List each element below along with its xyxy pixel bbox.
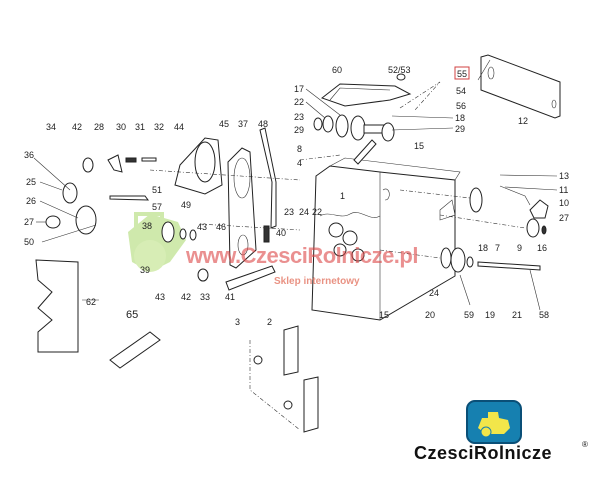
- part-label: 57: [152, 202, 162, 212]
- part-label: 18: [455, 113, 465, 123]
- watermark-subtitle: Sklep internetowy: [274, 276, 360, 287]
- part-label: 24: [429, 288, 439, 298]
- part-label: 44: [174, 122, 184, 132]
- part-label: 48: [258, 119, 268, 129]
- part-label: 13: [559, 171, 569, 181]
- part-label: 43: [197, 222, 207, 232]
- bottom-left-plates: [35, 259, 161, 369]
- part-label: 15: [379, 310, 389, 320]
- part-label: 34: [46, 122, 56, 132]
- part-label: 46: [216, 222, 226, 232]
- part-label: 58: [539, 310, 549, 320]
- brand-logo: CzesciRolnicze ®: [414, 398, 596, 468]
- part-label: 2: [267, 317, 272, 327]
- part-labels: 34 42 28 30 31 32 44 45 37 48 36 25 26 2…: [24, 65, 569, 327]
- brand-mark: ®: [582, 440, 588, 449]
- part-label: 29: [455, 124, 465, 134]
- part-label: 45: [219, 119, 229, 129]
- part-label: 60: [332, 65, 342, 75]
- part-label: 7: [495, 243, 500, 253]
- part-label: 19: [485, 310, 495, 320]
- part-label: 29: [294, 125, 304, 135]
- part-label: 8: [297, 144, 302, 154]
- leader-lines: [33, 59, 558, 311]
- part-label: 56: [456, 101, 466, 111]
- part-label: 22: [294, 97, 304, 107]
- part-label: 25: [26, 177, 36, 187]
- part-label: 12: [518, 116, 528, 126]
- part-label: 11: [559, 185, 568, 195]
- watermark-tractor-icon: [128, 212, 186, 272]
- part-label: 15: [414, 141, 424, 151]
- tractor-logo-icon: [466, 400, 522, 444]
- part-label: 39: [140, 265, 150, 275]
- part-label-highlighted: 55: [457, 69, 467, 79]
- part-label: 24: [299, 207, 309, 217]
- part-label: 10: [559, 198, 569, 208]
- part-label: 16: [537, 243, 547, 253]
- part-label: 3: [235, 317, 240, 327]
- part-label: 21: [512, 310, 522, 320]
- part-label: 41: [225, 292, 235, 302]
- part-label: 43: [155, 292, 165, 302]
- main-housing: [311, 157, 461, 321]
- hopper-lid: [320, 73, 441, 111]
- part-label: 23: [284, 207, 294, 217]
- part-label: 40: [276, 228, 286, 238]
- part-label: 37: [238, 119, 248, 129]
- watermark-url: www.CzesciRolnicze.pl: [186, 243, 418, 268]
- brand-name: CzesciRolnicze: [414, 443, 553, 463]
- part-label: 42: [72, 122, 82, 132]
- part-label: 18: [478, 243, 488, 253]
- part-label: 49: [181, 200, 191, 210]
- right-shaft-parts: [379, 185, 549, 273]
- highlight-box: [454, 66, 470, 80]
- bottom-brackets: [249, 325, 319, 433]
- part-label: 33: [200, 292, 210, 302]
- upper-shaft-assembly: [299, 114, 395, 165]
- part-label: 31: [135, 122, 145, 132]
- part-label: 36: [24, 150, 34, 160]
- part-label: 62: [86, 297, 96, 307]
- part-label: 20: [425, 310, 435, 320]
- part-label: 23: [294, 112, 304, 122]
- part-label: 27: [559, 213, 569, 223]
- part-label: 30: [116, 122, 126, 132]
- part-label: 54: [456, 86, 466, 96]
- part-label: 1: [340, 191, 345, 201]
- part-label: 28: [94, 122, 104, 132]
- part-label: 38: [142, 221, 152, 231]
- part-label: 50: [24, 237, 34, 247]
- part-label: 42: [181, 292, 191, 302]
- part-label: 9: [517, 243, 522, 253]
- part-label: 51: [152, 185, 162, 195]
- left-gear-parts: [45, 154, 209, 282]
- part-label: 32: [154, 122, 164, 132]
- part-label: 26: [26, 196, 36, 206]
- part-label: 65: [126, 309, 138, 321]
- part-label: 17: [294, 84, 304, 94]
- part-label: 22: [312, 207, 322, 217]
- part-label: 4: [297, 158, 302, 168]
- part-label: 59: [464, 310, 474, 320]
- part-label: 27: [24, 217, 34, 227]
- part-label: 52/53: [388, 65, 411, 75]
- side-plate: [480, 54, 561, 119]
- left-plates: [149, 127, 301, 291]
